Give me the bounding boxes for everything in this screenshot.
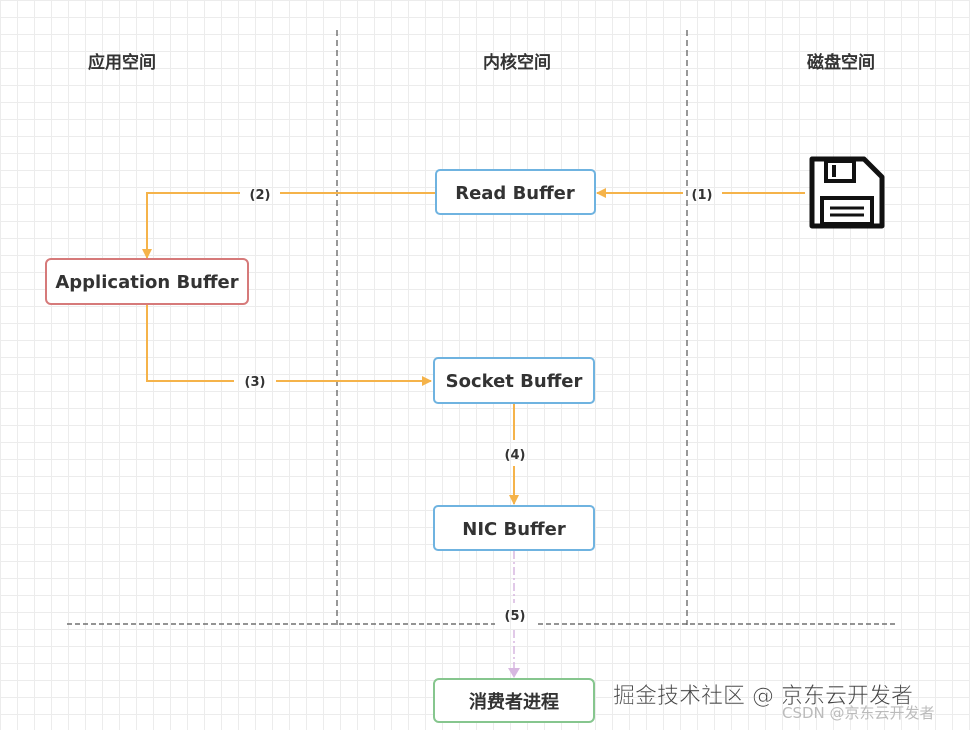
- nic-buffer-label: NIC Buffer: [462, 519, 566, 540]
- socket-buffer-box[interactable]: Socket Buffer: [433, 357, 595, 404]
- read-buffer-label: Read Buffer: [455, 183, 575, 204]
- juejin-watermark: 掘金技术社区 @ 京东云开发者: [613, 684, 913, 709]
- csdn-watermark: CSDN @京东云开发者: [782, 704, 935, 722]
- step-label-5: (5): [505, 609, 526, 624]
- consumer-process-box[interactable]: 消费者进程: [433, 678, 595, 723]
- step-label-1: (1): [692, 188, 713, 203]
- application-buffer-label: Application Buffer: [55, 272, 238, 293]
- consumer-process-label: 消费者进程: [469, 691, 559, 713]
- socket-buffer-label: Socket Buffer: [446, 371, 583, 392]
- arrow-step-3: [146, 305, 431, 381]
- step-label-2: (2): [250, 188, 271, 203]
- arrow-step-2: [147, 192, 435, 258]
- application-buffer-box[interactable]: Application Buffer: [45, 258, 249, 305]
- nic-buffer-box[interactable]: NIC Buffer: [433, 505, 595, 551]
- step-label-3: (3): [245, 375, 266, 390]
- header-disk-space: 磁盘空间: [807, 52, 875, 73]
- read-buffer-box[interactable]: Read Buffer: [435, 169, 596, 215]
- floppy-disk-icon: [809, 156, 885, 229]
- step-label-4: (4): [505, 448, 526, 463]
- header-kernel-space: 内核空间: [483, 52, 551, 73]
- header-app-space: 应用空间: [88, 52, 156, 73]
